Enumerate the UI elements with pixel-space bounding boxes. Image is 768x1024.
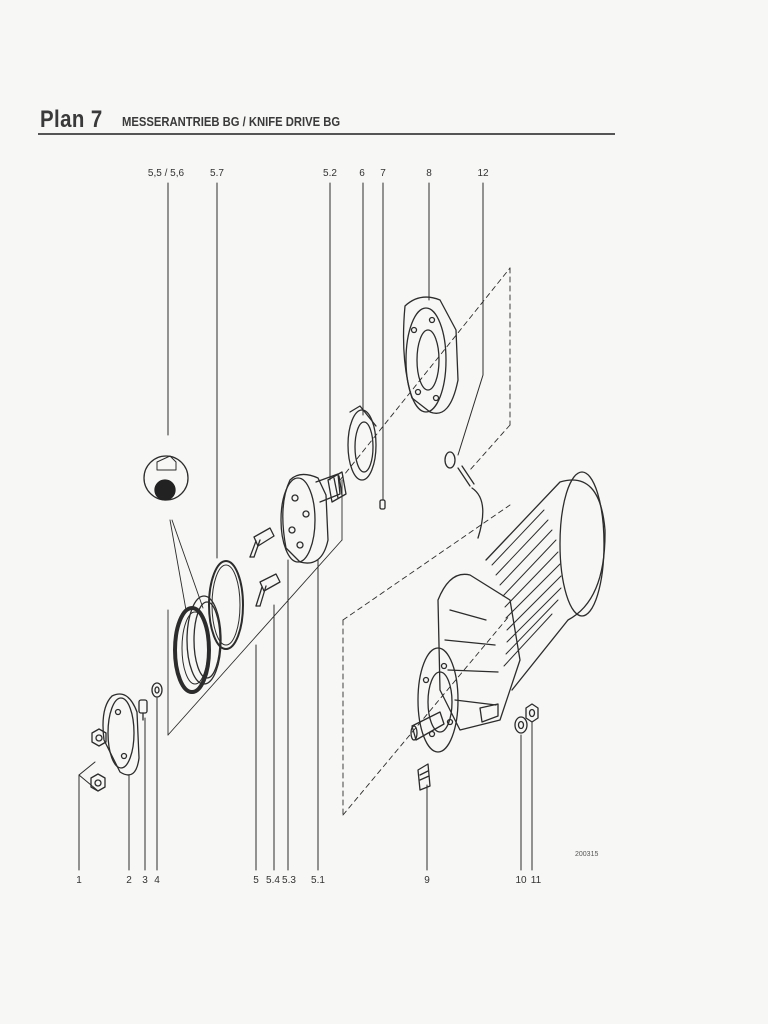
part-2-flange	[102, 693, 140, 776]
detail-5-5-5-6	[143, 455, 189, 501]
page-title: MESSERANTRIEB BG / KNIFE DRIVE BG	[122, 115, 341, 129]
callout-7: 7	[380, 168, 386, 179]
callout-5-2: 5.2	[323, 168, 337, 179]
callout-2: 2	[126, 875, 132, 886]
part-4-washer	[151, 682, 163, 698]
callout-1: 1	[76, 875, 82, 886]
leader-lines-top	[167, 182, 484, 559]
callout-5-5-5-6: 5,5 / 5,6	[147, 168, 185, 179]
part-3-screw	[138, 699, 148, 721]
callout-11: 11	[530, 875, 542, 886]
part-6-retaining-ring	[347, 405, 377, 481]
callout-3: 3	[142, 875, 148, 886]
callout-5-4: 5.4	[266, 875, 280, 886]
header-rule	[38, 133, 615, 135]
assembly-axis-lines	[167, 479, 343, 736]
callout-5-7: 5.7	[210, 168, 224, 179]
part-9-stud	[417, 763, 431, 791]
leader-lines-bottom	[78, 559, 533, 871]
part-11-nut	[525, 703, 539, 723]
callout-6: 6	[359, 168, 365, 179]
callout-4: 4	[154, 875, 160, 886]
part-10-washer	[514, 716, 528, 734]
part-5-2-sleeve	[327, 471, 347, 503]
callout-8: 8	[426, 168, 432, 179]
part-5-seal-rings	[173, 595, 222, 694]
callout-5-3: 5.3	[282, 875, 296, 886]
callout-12: 12	[477, 168, 489, 179]
part-12-screw-wire	[444, 451, 484, 539]
part-8-adapter-flange	[402, 296, 459, 414]
callout-9: 9	[424, 875, 430, 886]
part-5-1-hub	[280, 473, 341, 564]
callout-5: 5	[253, 875, 259, 886]
part-5-3-stud	[249, 527, 275, 558]
part-5-4-stud	[255, 573, 281, 607]
callout-10: 10	[515, 875, 527, 886]
part-1-nuts	[90, 728, 107, 792]
motor-assembly	[410, 471, 606, 753]
part-7-pin	[379, 499, 386, 510]
callout-5-1: 5.1	[311, 875, 325, 886]
drawing-number: 200315	[575, 851, 599, 858]
part-5-7-o-ring	[208, 560, 244, 650]
dashed-enclosure	[339, 267, 511, 816]
plan-number: Plan 7	[40, 106, 103, 133]
